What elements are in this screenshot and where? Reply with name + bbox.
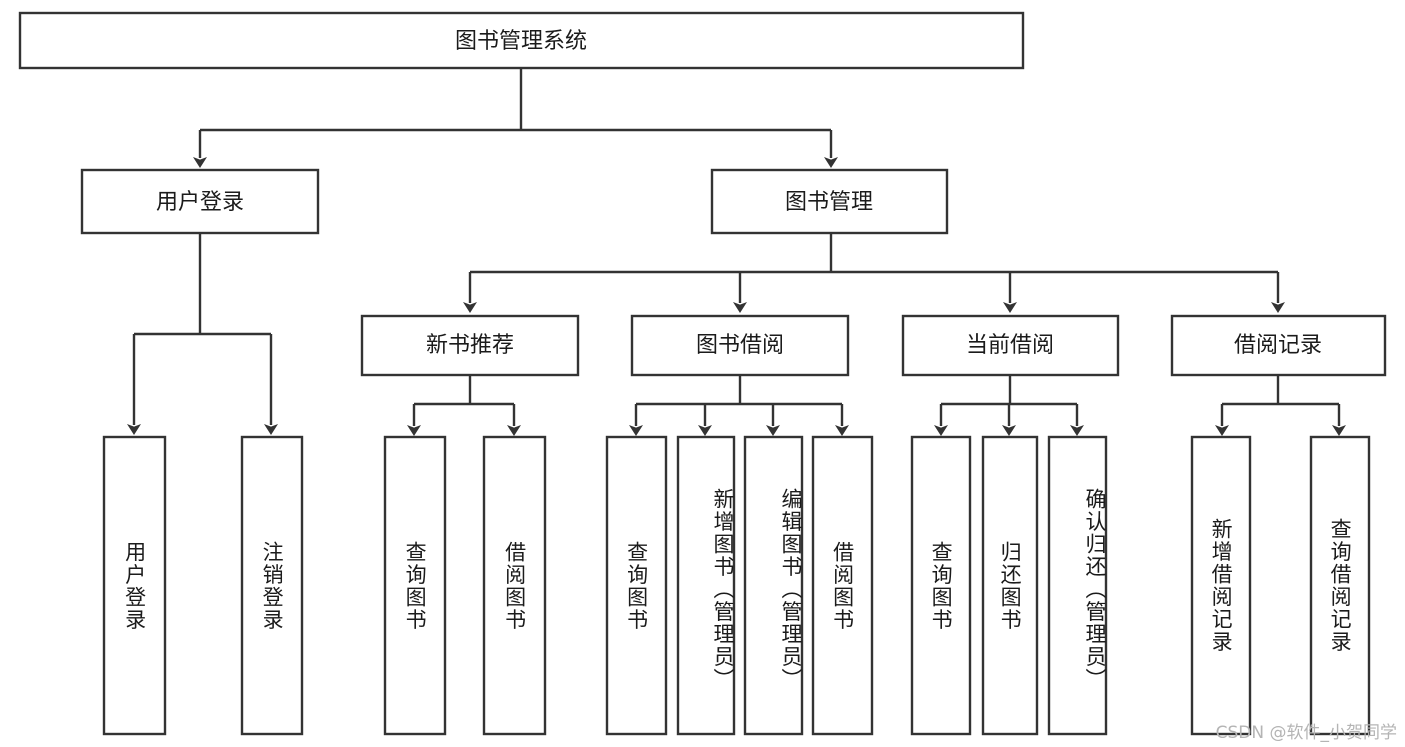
connector-group-current-borrow [934, 375, 1084, 436]
node-box-leaf-current-borrow-0[interactable] [910, 435, 972, 736]
node-box-leaf-new-book-rec-0[interactable] [383, 435, 447, 736]
connector-group-borrow-record [1215, 375, 1346, 436]
node-box-user-login[interactable] [80, 168, 320, 235]
node-box-leaf-book-borrow-2[interactable] [743, 435, 804, 736]
node-box-leaf-new-book-rec-1[interactable] [482, 435, 547, 736]
node-box-leaf-current-borrow-1[interactable] [981, 435, 1039, 736]
node-box-book-borrow[interactable] [630, 314, 850, 377]
node-box-leaf-current-borrow-2[interactable] [1047, 435, 1108, 736]
csdn-watermark: CSDN @软件_小贺同学 [1215, 723, 1397, 743]
node-label-borrow-record: 借阅记录 [1234, 333, 1322, 358]
node-box-new-book-rec[interactable] [360, 314, 580, 377]
node-box-leaf-user-login-0[interactable] [102, 435, 167, 736]
node-label-book-manage: 图书管理 [785, 190, 873, 215]
node-box-borrow-record[interactable] [1170, 314, 1387, 377]
node-label-new-book-rec: 新书推荐 [426, 333, 514, 358]
connector-group-user-login [127, 233, 278, 435]
node-box-leaf-borrow-record-1[interactable] [1309, 435, 1371, 736]
node-label-current-borrow: 当前借阅 [966, 333, 1054, 358]
connector-group-book-manage [463, 233, 1285, 313]
node-box-root[interactable] [18, 11, 1025, 70]
node-label-user-login: 用户登录 [156, 190, 244, 215]
node-box-leaf-user-login-1[interactable] [240, 435, 304, 736]
node-box-leaf-book-borrow-0[interactable] [605, 435, 668, 736]
connector-group-root [193, 68, 838, 168]
node-box-leaf-book-borrow-3[interactable] [811, 435, 874, 736]
node-box-leaf-book-borrow-1[interactable] [676, 435, 736, 736]
node-box-book-manage[interactable] [710, 168, 949, 235]
node-box-leaf-borrow-record-0[interactable] [1190, 435, 1252, 736]
node-box-current-borrow[interactable] [901, 314, 1120, 377]
connector-group-new-book-rec [407, 375, 521, 436]
node-label-root: 图书管理系统 [455, 29, 587, 54]
connector-group-book-borrow [629, 375, 849, 436]
node-label-book-borrow: 图书借阅 [696, 333, 784, 358]
